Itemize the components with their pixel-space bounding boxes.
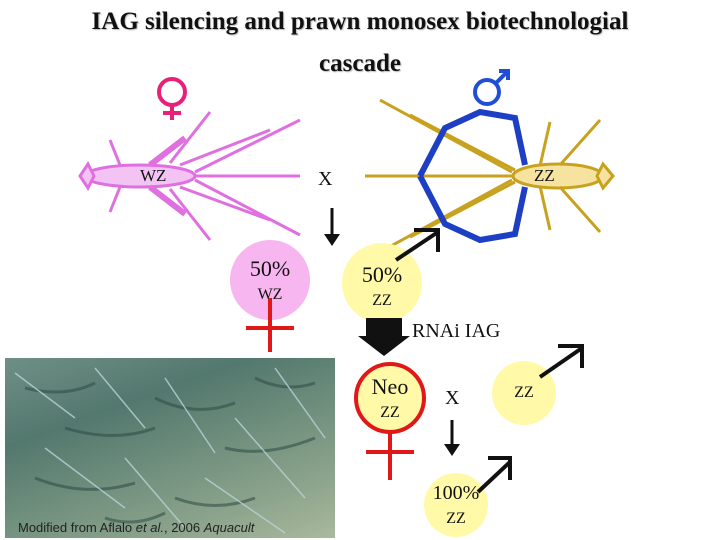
female-symbol-icon: [157, 77, 187, 120]
result-genotype: ZZ: [446, 510, 466, 527]
male-prawn-illustration: [365, 98, 615, 254]
offspring-male-genotype: ZZ: [372, 292, 392, 309]
prawn-pond-photo-drawing: [14, 367, 326, 534]
cross-symbol-1: X: [318, 168, 333, 190]
female-prawn-illustration: [78, 111, 301, 241]
neo-female-label: Neo: [371, 374, 409, 399]
credit-etal: et al.: [135, 520, 164, 535]
title-line-1: IAG silencing and prawn monosex biotechn…: [91, 8, 629, 35]
male-zz-symbol-icon: [538, 344, 584, 379]
down-arrow-2-icon: [444, 420, 460, 456]
offspring-male-percent: 50%: [361, 262, 403, 287]
credit-middle: , 2006: [163, 520, 204, 535]
male-parent-genotype: ZZ: [534, 166, 555, 185]
result-percent: 100%: [432, 482, 480, 504]
male-claws: [417, 108, 528, 244]
result-circle: [424, 473, 488, 537]
source-credit: Modified from Aflalo et al., 2006 Aquacu…: [18, 520, 254, 535]
title-line-2: cascade: [319, 50, 401, 77]
neo-female-genotype: ZZ: [380, 404, 400, 421]
treatment-block-arrow-icon: [358, 318, 410, 356]
male-offspring-symbol-icon: [394, 228, 440, 262]
male-zz-label: ZZ: [514, 384, 534, 401]
treatment-label: RNAi IAG: [412, 320, 501, 342]
offspring-male-circle: [342, 243, 422, 323]
prawn-pond-photo: [5, 358, 335, 538]
offspring-female-genotype: WZ: [257, 286, 283, 303]
female-offspring-symbol-icon: [246, 298, 294, 352]
female-parent-genotype: WZ: [140, 166, 167, 185]
credit-journal: Aquacult: [203, 520, 255, 535]
offspring-female-percent: 50%: [249, 256, 291, 281]
offspring-female-circle: [230, 240, 310, 320]
credit-prefix: Modified from Aflalo: [18, 520, 136, 535]
result-male-symbol-icon: [476, 456, 512, 494]
down-arrow-1-icon: [324, 208, 340, 246]
cross-symbol-2: X: [445, 387, 460, 409]
neo-female-symbol-icon: [366, 432, 414, 480]
male-symbol-icon: [473, 69, 510, 106]
